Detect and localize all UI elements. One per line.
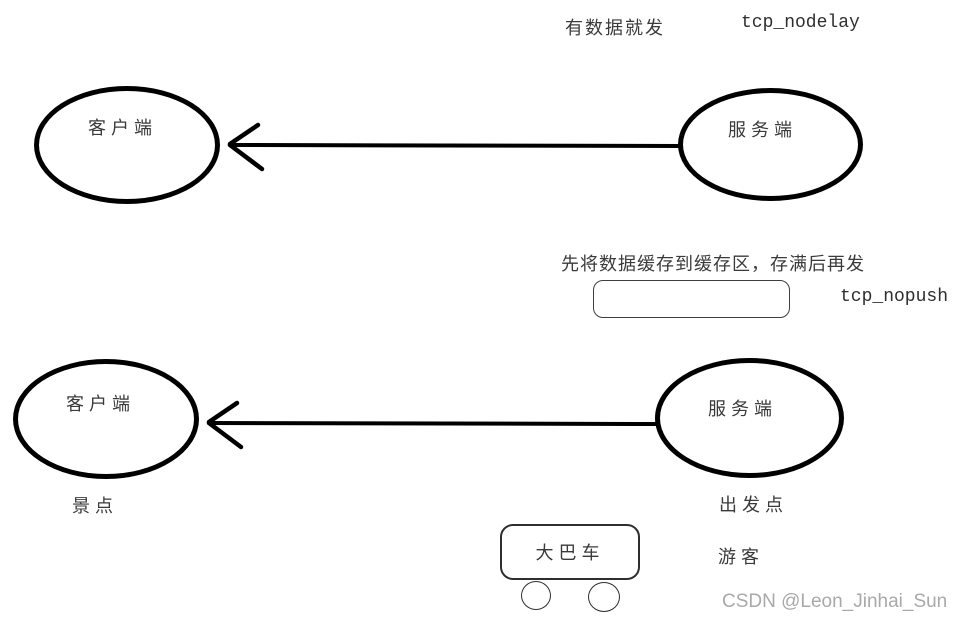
client-caption: 景点 — [72, 496, 118, 516]
nodelay-tag: tcp_nodelay — [741, 13, 860, 33]
bus-label: 大巴车 — [535, 543, 605, 563]
server-label-bottom: 服务端 — [708, 399, 777, 419]
bus-wheel-right-icon — [588, 582, 620, 612]
bus-wheel-left-icon — [521, 581, 551, 610]
bus-shape: 大巴车 — [500, 524, 640, 580]
client-node-bottom — [13, 359, 199, 479]
client-node-top — [34, 86, 220, 204]
client-label-top: 客户端 — [88, 118, 157, 138]
nopush-annotation: 先将数据缓存到缓存区，存满后再发 — [561, 254, 865, 274]
nopush-tag: tcp_nopush — [840, 287, 949, 307]
left-arrow-top — [227, 122, 682, 172]
server-label-top: 服务端 — [728, 120, 797, 140]
client-label-bottom: 客户端 — [66, 394, 135, 414]
left-arrow-bottom — [206, 400, 660, 450]
nodelay-annotation: 有数据就发 — [565, 18, 665, 38]
buffer-box — [593, 280, 790, 318]
watermark: CSDN @Leon_Jinhai_Sun — [722, 591, 948, 612]
passengers-label: 游客 — [718, 547, 764, 567]
server-node-bottom — [655, 358, 844, 478]
server-caption: 出发点 — [719, 495, 788, 515]
